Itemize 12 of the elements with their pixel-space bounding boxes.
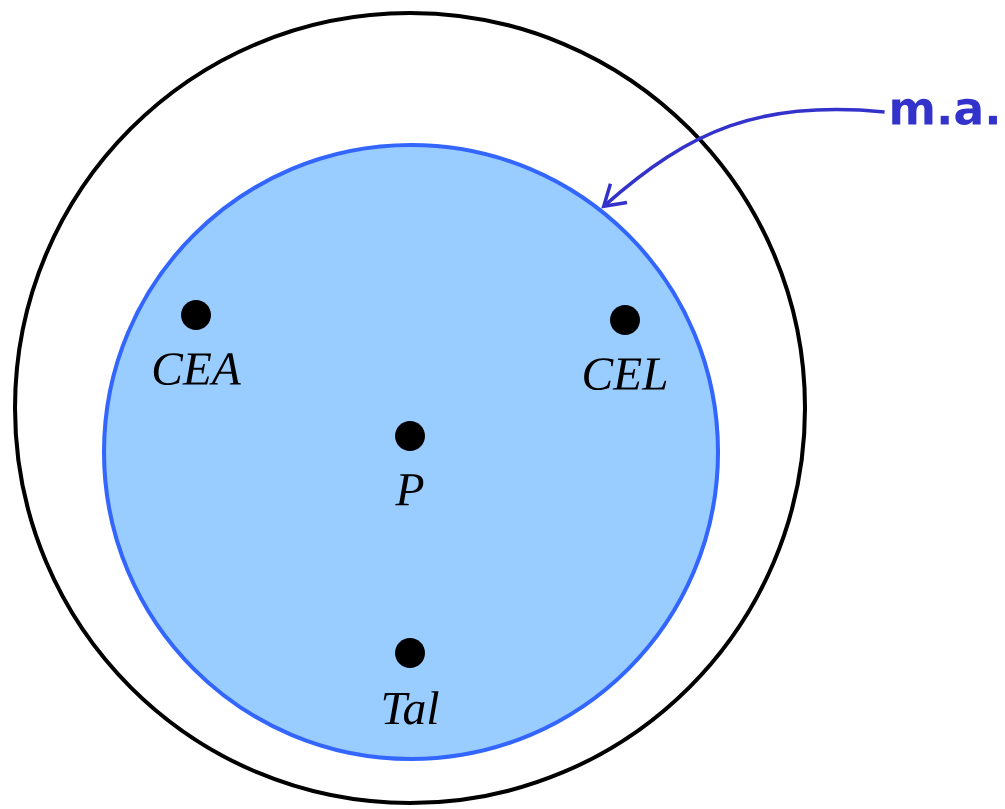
labeled-point: CEL bbox=[584, 305, 667, 391]
node-label: P bbox=[395, 474, 424, 506]
inner-disc bbox=[102, 143, 721, 761]
arrow bbox=[601, 107, 885, 209]
node-label: Tal bbox=[383, 691, 439, 725]
node-label: CEA bbox=[153, 353, 241, 386]
callout-label: m.a. bbox=[892, 98, 997, 126]
labeled-point: CEA bbox=[153, 300, 241, 386]
labeled-point: P bbox=[395, 421, 425, 506]
outer-circle bbox=[13, 10, 808, 805]
labeled-point: Tal bbox=[383, 638, 439, 725]
node-label: CEL bbox=[584, 358, 667, 391]
